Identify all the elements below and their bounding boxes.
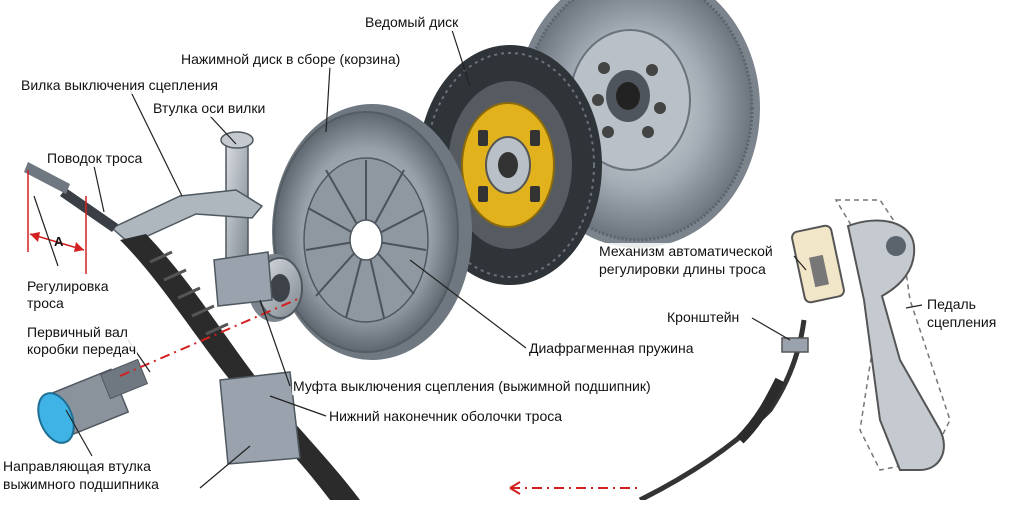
label-fork-bushing: Втулка оси вилки xyxy=(152,100,267,117)
fork-bushing xyxy=(213,131,273,307)
label-auto-adjust-1: Механизм автоматической xyxy=(598,243,774,260)
label-cable-adjust-2: троса xyxy=(26,295,65,312)
label-cable-adjust-1: Регулировка xyxy=(26,278,110,295)
clutch-pedal xyxy=(781,199,951,471)
label-input-shaft-1: Первичный вал xyxy=(26,324,129,341)
label-diaphragm-spring: Диафрагменная пружина xyxy=(528,340,695,357)
cable-boot xyxy=(24,162,360,500)
label-cable-leash: Поводок троса xyxy=(46,150,144,167)
label-pressure-plate: Нажимной диск в сборе (корзина) xyxy=(180,51,402,68)
lower-cable-bracket xyxy=(219,371,301,465)
label-pedal-2: сцепления xyxy=(926,314,998,331)
label-release-fork: Вилка выключения сцепления xyxy=(20,77,219,94)
label-input-shaft-2: коробки передач xyxy=(26,341,138,358)
label-guide-sleeve-1: Направляющая втулка xyxy=(2,458,152,475)
label-driven-disc: Ведомый диск xyxy=(364,14,460,31)
axis-line xyxy=(119,297,640,495)
label-bracket: Кронштейн xyxy=(666,309,741,326)
dimension-a: A xyxy=(27,170,87,274)
label-auto-adjust-2: регулировки длины троса xyxy=(598,261,767,278)
label-pedal-1: Педаль xyxy=(926,296,977,313)
guide-sleeve xyxy=(37,358,149,444)
dimension-a-label: A xyxy=(54,234,64,249)
label-guide-sleeve-2: выжимного подшипника xyxy=(2,476,160,493)
pressure-plate-basket xyxy=(272,104,472,360)
label-release-bearing: Муфта выключения сцепления (выжимной под… xyxy=(292,378,652,395)
label-lower-tip: Нижний наконечник оболочки троса xyxy=(328,408,564,425)
